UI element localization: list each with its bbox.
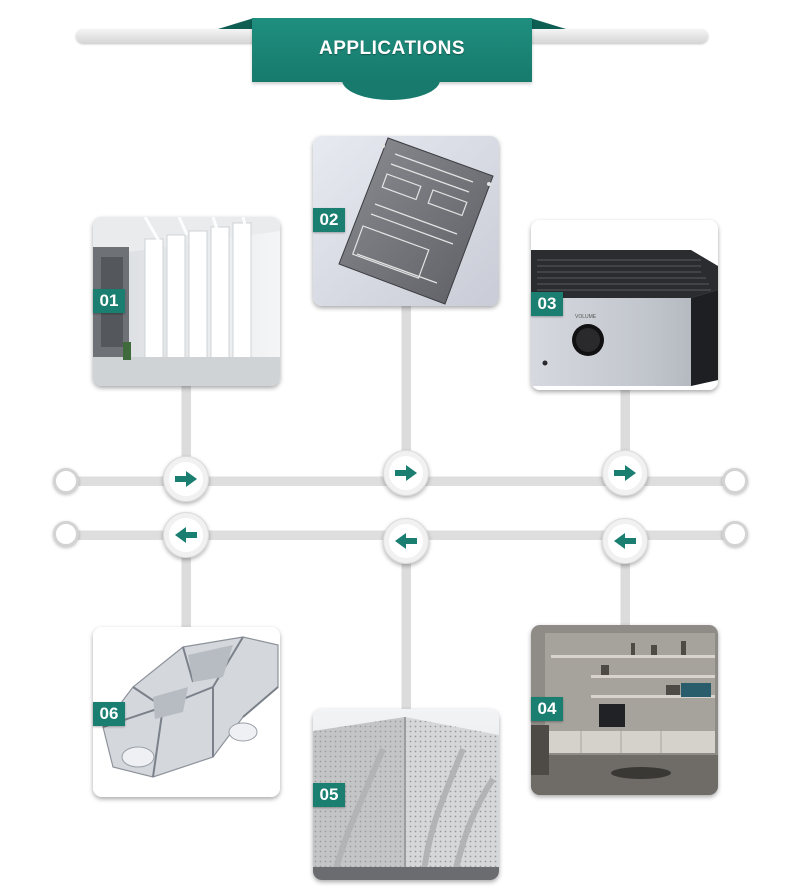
connector-04 [620, 540, 630, 626]
application-card-01 [93, 217, 280, 386]
connector-01 [181, 386, 191, 478]
application-number-badge: 01 [93, 289, 125, 313]
banner-fold-right [530, 18, 566, 29]
flow-start-circle [53, 521, 79, 547]
application-card-03: VOLUME [531, 220, 718, 390]
arrow-right-icon [395, 465, 417, 481]
flow-end-circle [722, 521, 748, 547]
application-number-badge: 02 [313, 208, 345, 232]
application-card-02 [313, 136, 499, 306]
car-body-frame-photo [93, 627, 280, 797]
connector-06 [181, 535, 191, 629]
application-number-badge: 05 [313, 783, 345, 807]
application-number-badge: 06 [93, 702, 125, 726]
banner-fold-left [218, 18, 254, 29]
connector-05 [401, 540, 411, 710]
application-card-06 [93, 627, 280, 797]
connector-03 [620, 388, 630, 474]
title-banner [252, 18, 532, 82]
arrow-right-icon [175, 471, 197, 487]
arrow-right-icon [614, 465, 636, 481]
flow-node-01 [163, 456, 209, 502]
flow-node-05 [383, 518, 429, 564]
application-number-badge: 03 [531, 292, 563, 316]
flow-node-03 [602, 450, 648, 496]
title-banner-tail [342, 80, 440, 100]
flow-node-02 [383, 450, 429, 496]
arrow-left-icon [614, 533, 636, 549]
flow-node-04 [602, 518, 648, 564]
flow-end-circle [722, 468, 748, 494]
application-number-badge: 04 [531, 697, 563, 721]
arrow-left-icon [175, 527, 197, 543]
svg-text:VOLUME: VOLUME [575, 314, 597, 320]
flow-start-circle [53, 468, 79, 494]
page-title: APPLICATIONS [318, 38, 466, 59]
amplifier-front-panel-photo: VOLUME [531, 220, 718, 390]
connector-02 [401, 305, 411, 473]
arrow-left-icon [395, 533, 417, 549]
flow-node-06 [163, 512, 209, 558]
